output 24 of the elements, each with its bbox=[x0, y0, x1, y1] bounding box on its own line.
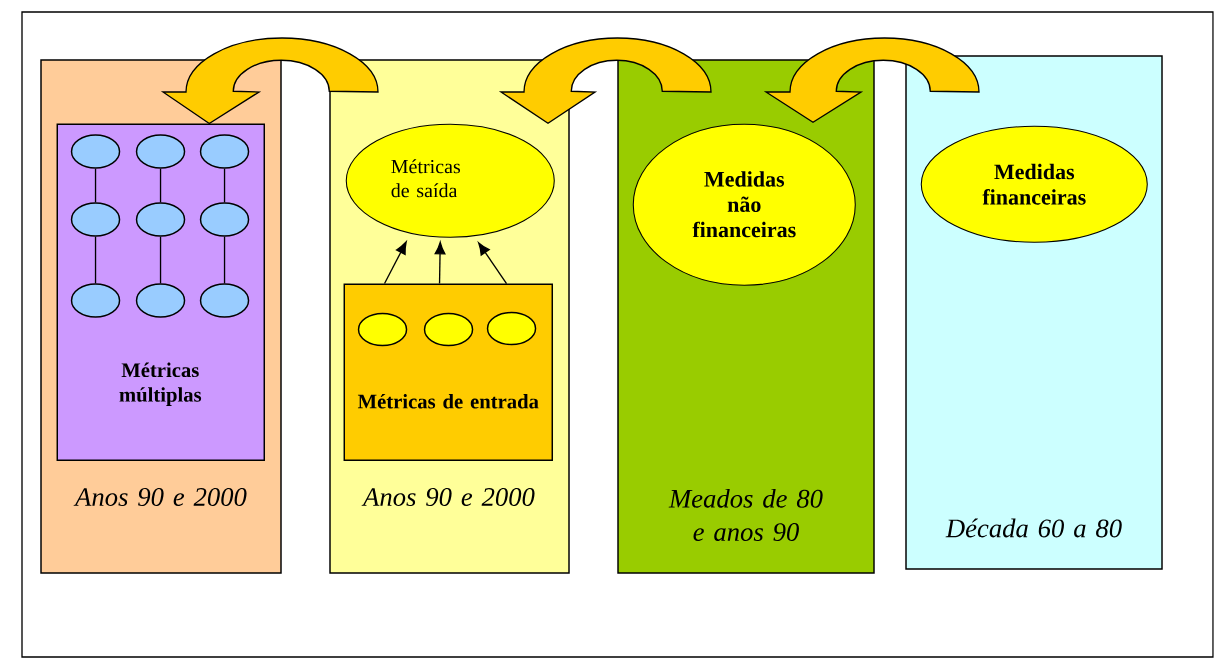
curved-block-arrow bbox=[765, 37, 980, 123]
arrow bbox=[383, 241, 407, 285]
small-ellipse bbox=[199, 134, 250, 169]
small-ellipse bbox=[70, 134, 121, 169]
small-ellipse bbox=[135, 134, 186, 169]
arrow bbox=[434, 241, 446, 285]
small-ellipse bbox=[423, 312, 474, 347]
small-ellipse bbox=[199, 283, 250, 318]
connector-line bbox=[223, 168, 226, 203]
connector-line bbox=[223, 236, 226, 284]
arrow bbox=[478, 242, 508, 285]
small-ellipse bbox=[135, 283, 186, 318]
connector-line bbox=[159, 168, 162, 203]
connector-line bbox=[94, 236, 97, 284]
small-ellipse bbox=[486, 311, 537, 346]
connector-line bbox=[159, 236, 162, 284]
small-ellipse bbox=[199, 202, 250, 237]
curved-block-arrow bbox=[162, 37, 379, 125]
small-ellipse bbox=[135, 202, 186, 237]
small-ellipse bbox=[70, 283, 121, 318]
small-ellipse bbox=[70, 202, 121, 237]
connector-line bbox=[94, 168, 97, 203]
curved-block-arrow bbox=[500, 37, 712, 124]
small-ellipse bbox=[357, 312, 408, 347]
